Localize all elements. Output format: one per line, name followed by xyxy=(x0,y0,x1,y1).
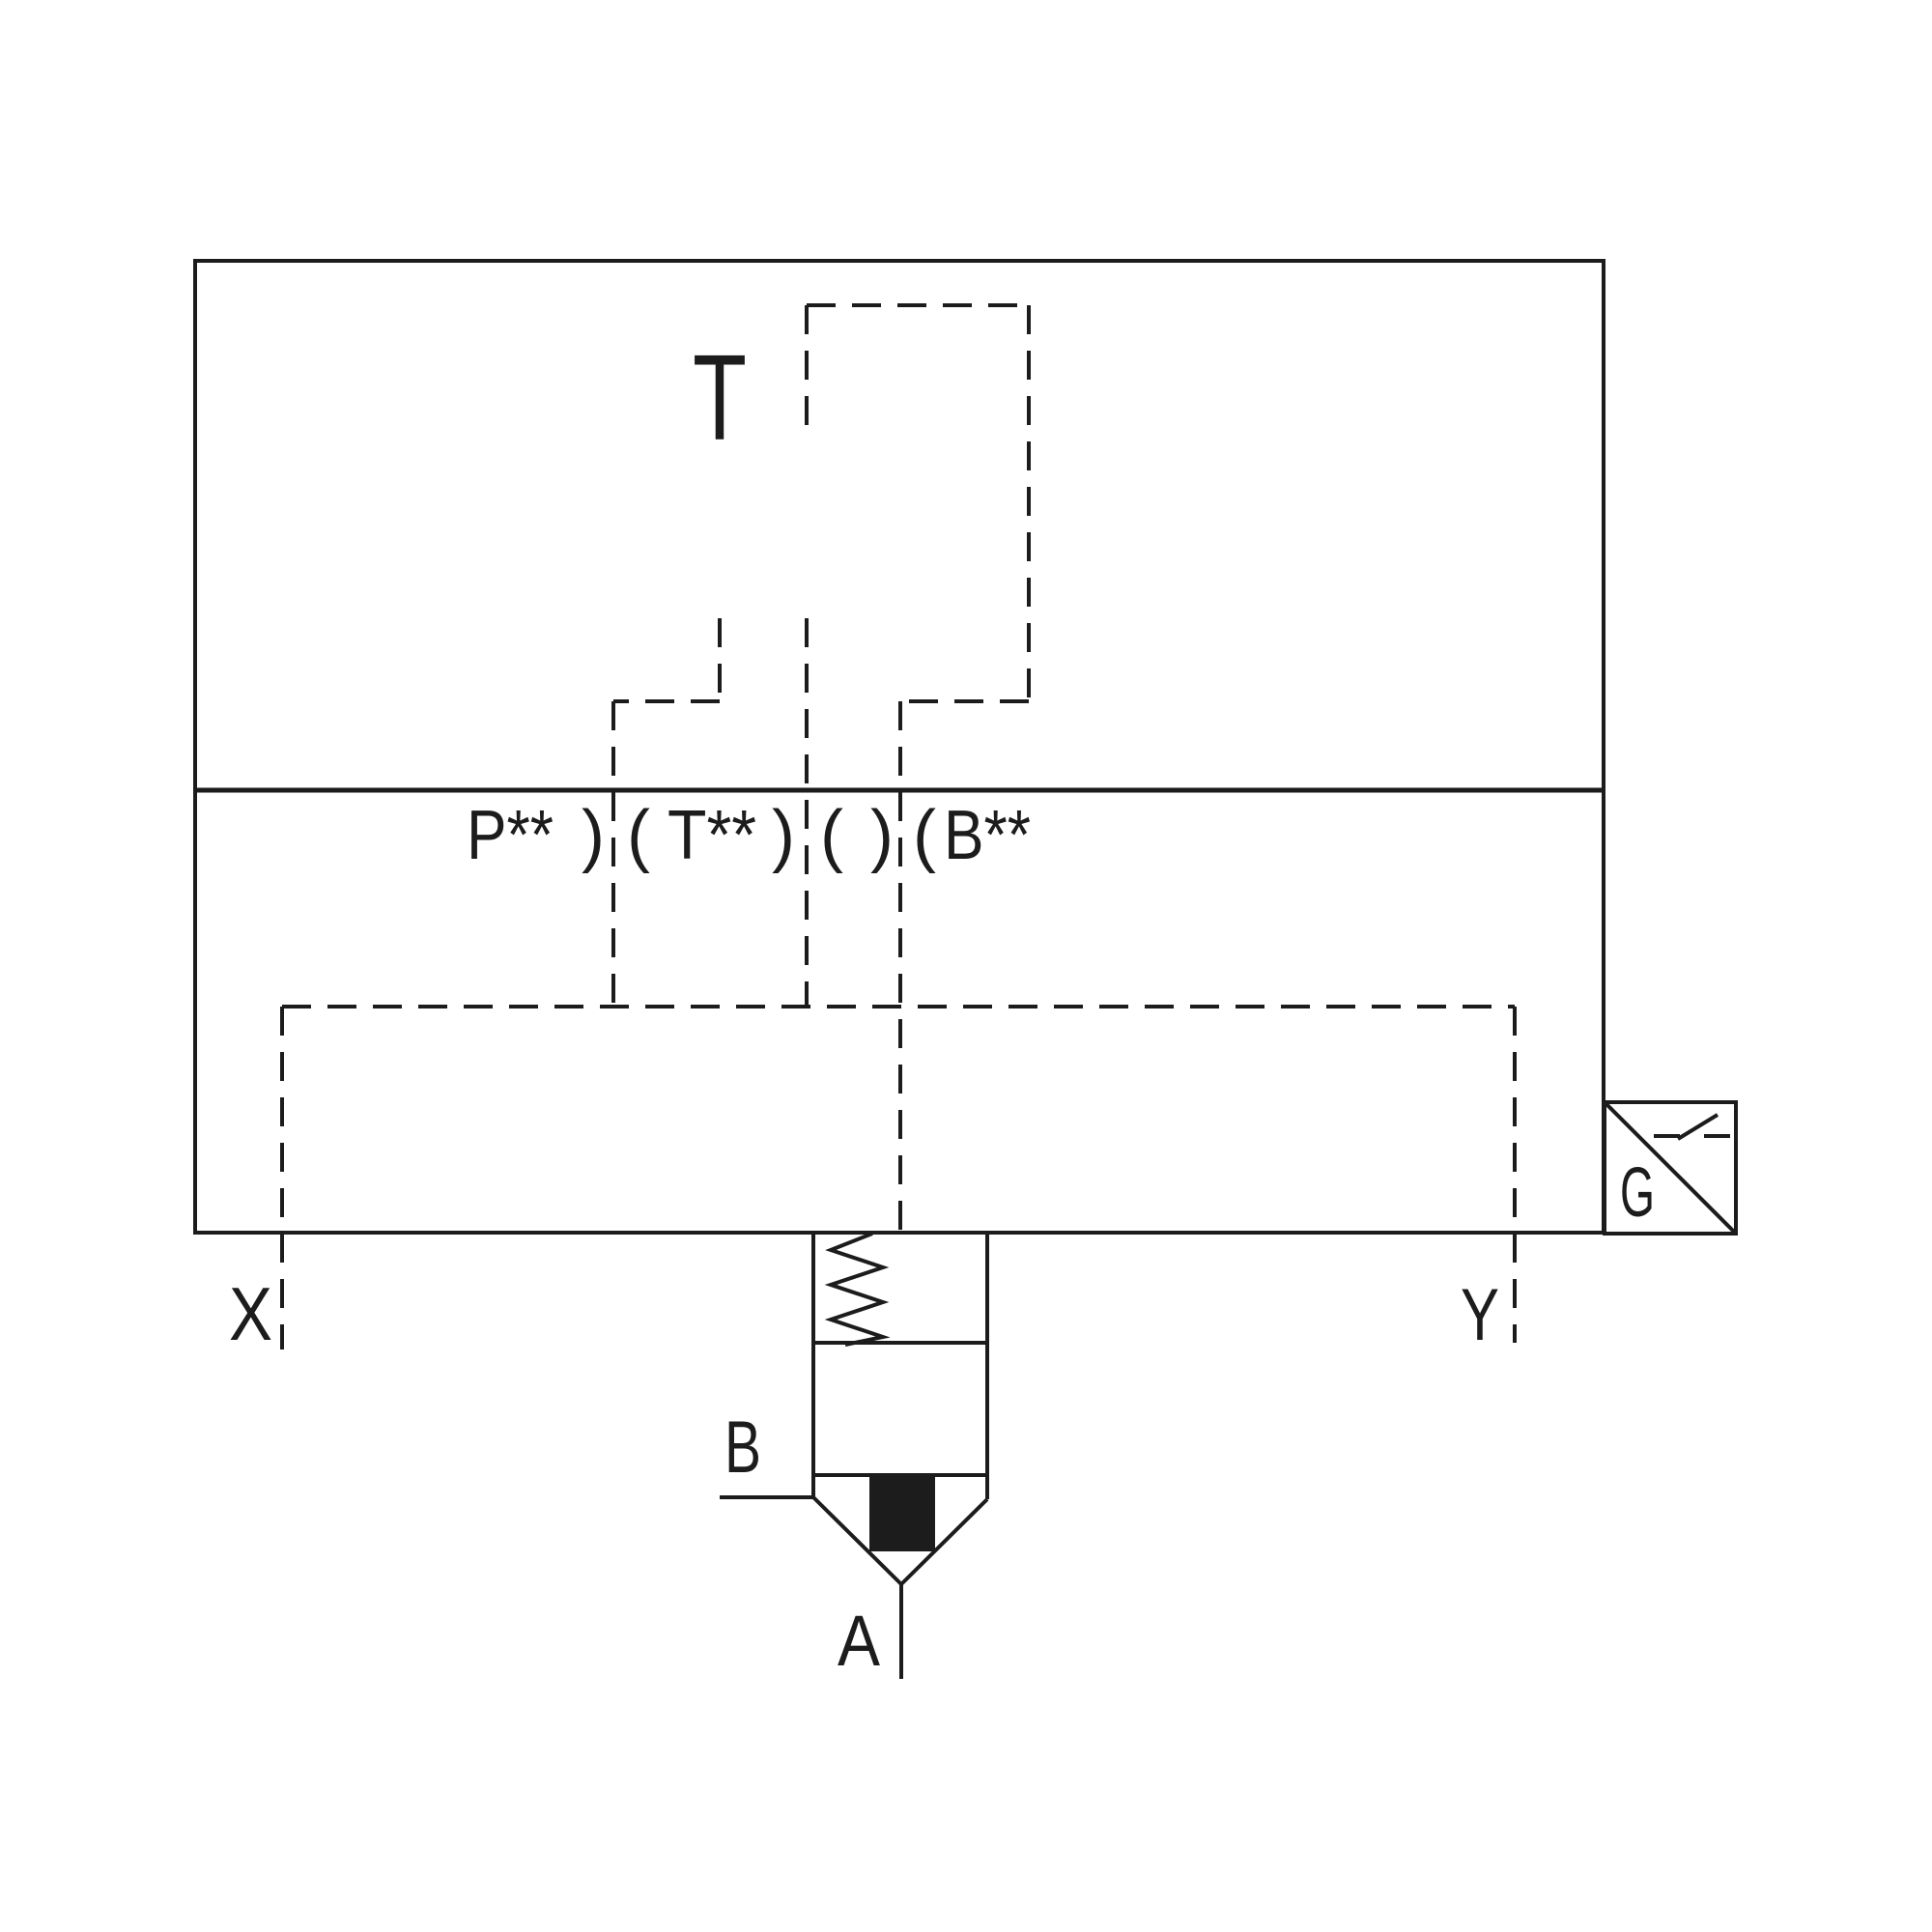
housing-outline xyxy=(193,259,1605,1235)
port-row-paren-1: ) xyxy=(582,797,605,874)
port-row-paren-5: ) xyxy=(870,797,894,874)
poppet-seat-block xyxy=(869,1476,935,1551)
switch-box-diagonal xyxy=(1603,1100,1738,1236)
port-row-paren-4: ( xyxy=(820,797,843,874)
spring-symbol xyxy=(824,1232,891,1347)
port-row-t-label: T** xyxy=(668,797,756,874)
logic-valve-group xyxy=(720,1232,989,1679)
switch-lever-icon xyxy=(1676,1113,1719,1141)
port-row-paren-3: ) xyxy=(772,797,795,874)
tank-port-label: T xyxy=(693,329,747,466)
poppet-left-diagonal xyxy=(811,1495,903,1586)
port-row-paren-6: ( xyxy=(913,797,936,874)
port-b-label: B xyxy=(724,1406,761,1489)
pilot-y-label: Y xyxy=(1461,1274,1499,1356)
housing-group xyxy=(193,259,1605,1235)
pilot-x-label: X xyxy=(229,1271,272,1356)
pilot-lines-group xyxy=(280,303,1517,1350)
switch-box xyxy=(1603,1100,1738,1236)
port-row-b-label: B** xyxy=(944,797,1031,874)
port-row-paren-2: ( xyxy=(627,797,650,874)
port-row-p-label: P** xyxy=(467,797,554,874)
poppet-right-diagonal xyxy=(899,1497,989,1586)
pressure-switch-group xyxy=(1603,1100,1738,1236)
port-a-label: A xyxy=(838,1601,881,1681)
labels-group: T P** ) ( T** ) ( ) ( B** X Y B A G xyxy=(229,329,1655,1681)
switch-g-label: G xyxy=(1620,1154,1655,1232)
